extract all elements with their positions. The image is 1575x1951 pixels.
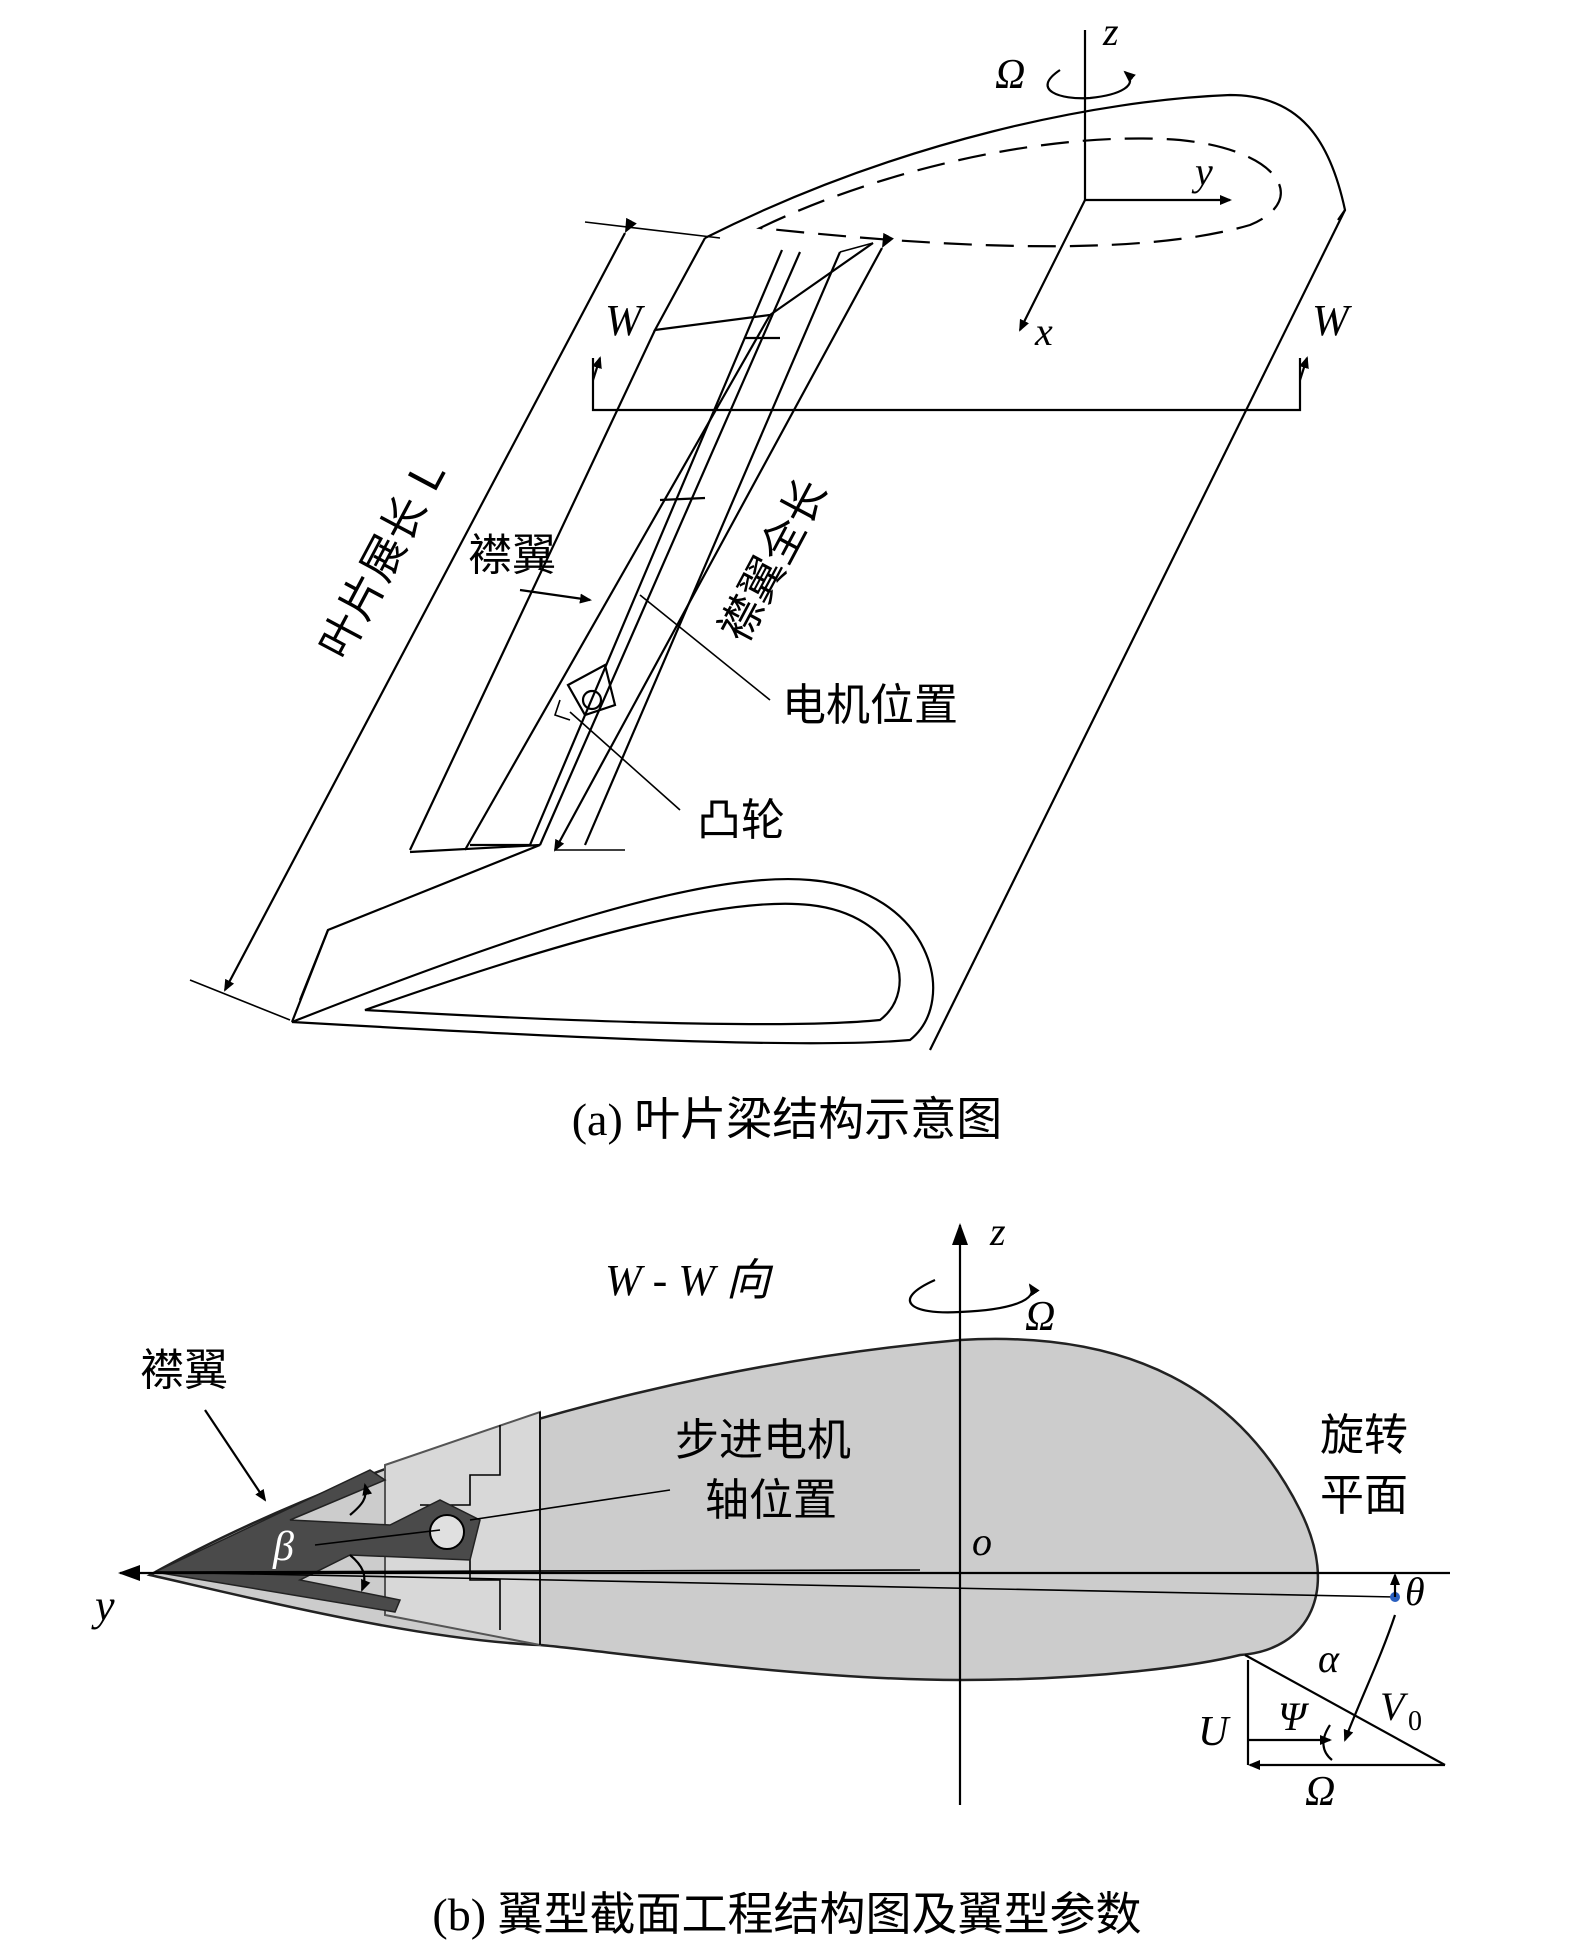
x-label-top: x — [1034, 309, 1053, 354]
cam-leader-line — [569, 711, 681, 811]
motor-position-label: 电机位置 — [782, 680, 958, 731]
leading-edge-line — [929, 209, 1346, 1051]
origin-label: o — [972, 1519, 992, 1564]
beta-label: β — [272, 1524, 294, 1570]
omega-label-top: Ω — [995, 52, 1025, 98]
caption-a: (a) 叶片梁结构示意图 — [572, 1094, 1003, 1145]
flap-shape — [152, 1469, 481, 1613]
motor-shaft-leader — [469, 1489, 671, 1521]
theta-label: θ — [1405, 1569, 1425, 1614]
z-label-bottom: z — [989, 1209, 1006, 1254]
top-airfoil-outline — [704, 93, 1347, 239]
motor-leader-line — [639, 594, 771, 701]
caption-b: (b) 翼型截面工程结构图及翼型参数 — [432, 1889, 1141, 1940]
rotation-plane-label-1: 旋转 — [1320, 1410, 1408, 1461]
omega-rotation-arrow-top — [1046, 69, 1136, 100]
velocity-v0-line — [1244, 1654, 1446, 1766]
z-label-top: z — [1102, 9, 1119, 54]
omega-label-triangle: Ω — [1305, 1769, 1335, 1815]
bottom-airfoil-outline — [291, 878, 935, 1045]
v0-subscript: 0 — [1408, 1706, 1422, 1737]
flap-length-dimension — [554, 232, 894, 852]
flap-label-top: 襟翼 — [468, 530, 556, 581]
omega-label-bottom: Ω — [1025, 1294, 1055, 1340]
u-label: U — [1198, 1709, 1231, 1755]
w-label-right: W — [1312, 296, 1352, 345]
alpha-label: α — [1318, 1636, 1340, 1681]
flap-leader-arrow — [519, 588, 592, 604]
flap-full-length-label: 襟翼全长 — [710, 471, 838, 650]
cam-label: 凸轮 — [697, 795, 785, 846]
panel-a-blade-diagram: Ω z y x W W 叶片展长 L 襟翼 襟翼全长 电机位置 凸轮 (a) 叶… — [189, 9, 1352, 1145]
chord-line — [154, 1571, 1396, 1598]
section-cut-line — [591, 358, 1302, 412]
y-label-top: y — [1191, 149, 1213, 194]
span-dimension-line — [224, 217, 637, 992]
axis-x-top — [1019, 199, 1086, 332]
motor-shaft-label-1: 步进电机 — [675, 1415, 851, 1466]
motor-shaft-label-2: 轴位置 — [705, 1475, 837, 1526]
rotation-plane-label-2: 平面 — [1320, 1470, 1408, 1521]
motor-shaft-circle — [429, 1514, 465, 1550]
w-label-left: W — [605, 296, 645, 345]
bottom-trailing-edge — [290, 843, 541, 1023]
v0-label: V — [1380, 1684, 1409, 1729]
flap-leader-arrow-b — [204, 1409, 267, 1502]
panel-b-airfoil-section: W - W 向 z Ω 襟翼 步进电机 轴位置 旋转 平面 β o y θ α … — [91, 1209, 1450, 1940]
omega-rotation-arrow-bottom — [908, 1278, 1040, 1314]
y-label-bottom: y — [91, 1581, 115, 1630]
flap-label-b: 襟翼 — [140, 1345, 228, 1396]
psi-label: Ψ — [1278, 1694, 1310, 1739]
view-label: W - W 向 — [605, 1256, 774, 1305]
blade-span-label: 叶片展长 L — [310, 453, 456, 667]
